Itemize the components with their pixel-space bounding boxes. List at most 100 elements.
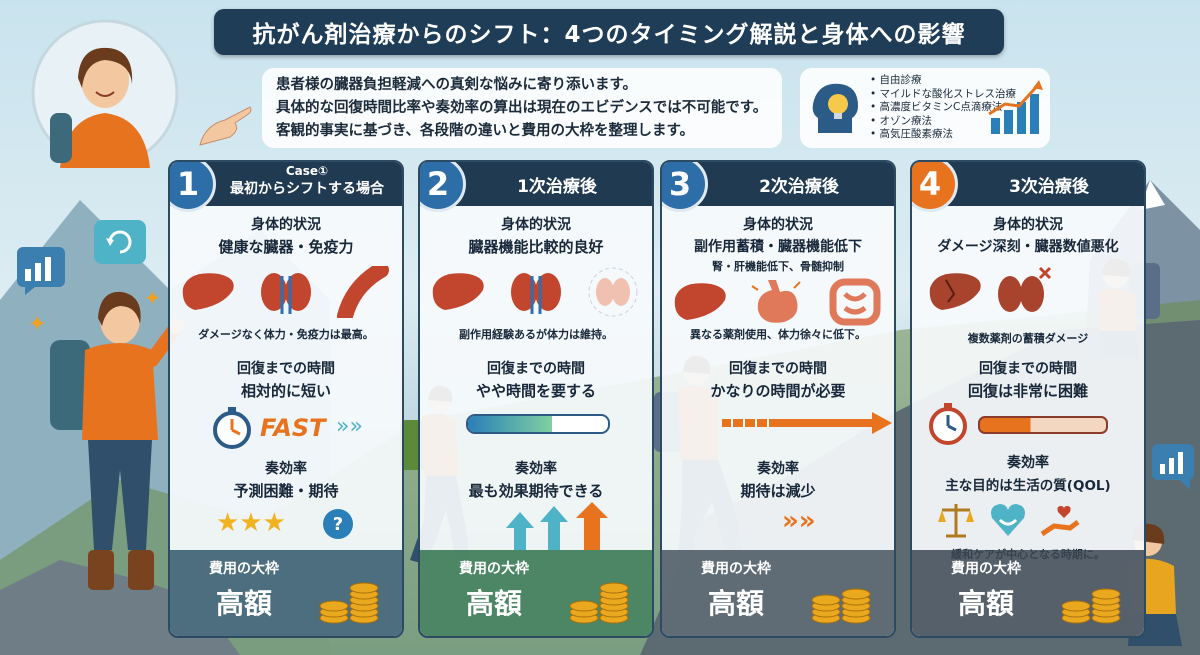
cost-label: 費用の大枠 [701, 561, 771, 577]
body-label: 身体的状況 [993, 217, 1063, 233]
cost-value: 高額 [465, 587, 522, 620]
growth-chart-icon [988, 80, 1043, 134]
body-label: 身体的状況 [743, 217, 813, 233]
cost-value: 高額 [707, 587, 764, 620]
body-state: 臓器機能比較的良好 [468, 238, 604, 256]
stopwatch-icon [213, 407, 251, 449]
case-panel-2: 2 1次治療後 身体的状況 臓器機能比較的良好 副作用経験あるが体力は維持。 回… [418, 160, 654, 638]
refresh-bubble-icon [94, 220, 146, 264]
panel-title: 1次治療後 [517, 177, 597, 197]
cost-box: 費用の大枠 高額 [420, 550, 652, 636]
cost-label: 費用の大枠 [951, 561, 1021, 577]
star-rating-icon: ★★★ [216, 508, 286, 538]
head-lightbulb-icon [812, 83, 858, 133]
chart-bubble-icon [17, 247, 65, 295]
caring-hand-icon [1040, 506, 1080, 537]
blood-vessel-icon [337, 266, 390, 318]
case-panel-4: 4 3次治療後 身体的状況 ダメージ深刻・臓器数値悪化 複数薬剤の蓄積ダメージ … [910, 160, 1146, 638]
recovery-label: 回復までの時間 [487, 361, 585, 377]
fast-label: FAST [260, 414, 326, 442]
therapy-item: マイルドな酸化ストレス治療 [870, 88, 1017, 102]
liver-icon [432, 273, 484, 310]
therapy-item: 自由診療 [870, 74, 1016, 88]
sparkle-icon: ✦ [28, 312, 47, 337]
cost-box: 費用の大枠 高額 [170, 550, 402, 636]
svg-text:?: ? [333, 514, 343, 535]
cost-box: 費用の大枠 高額 [662, 550, 894, 636]
chart-bubble-icon [1152, 444, 1194, 490]
cost-label: 費用の大枠 [459, 561, 529, 577]
body-note: ダメージなく体力・免疫力は最高。 [198, 328, 374, 341]
question-icon: ? [323, 509, 353, 539]
up-arrows-icon [506, 502, 608, 550]
heart-smile-icon [991, 504, 1025, 536]
sparkle-icon: ✦ [144, 286, 161, 310]
therapy-item: オゾン療法 [870, 115, 1016, 129]
cost-value: 高額 [957, 587, 1014, 620]
page-title: 抗がん剤治療からのシフト：4つのタイミング解説と身体への影響 [214, 9, 1004, 55]
faded-kidney-icon [588, 267, 638, 317]
coin-stack-icon [319, 582, 379, 624]
liver-icon [674, 283, 726, 320]
recovery-value: 相対的に短い [240, 382, 331, 400]
therapy-list-box: 自由診療 マイルドな酸化ストレス治療 高濃度ビタミンC点滴療法 オゾン療法 高気… [800, 68, 1050, 148]
therapy-item: 高気圧酸素療法 [870, 128, 1016, 142]
cost-label: 費用の大枠 [209, 561, 279, 577]
efficacy-label: 奏効率 [515, 461, 557, 477]
scales-icon [938, 504, 974, 538]
kidney-icon [510, 273, 561, 314]
panel-title: Case① 最初からシフトする場合 [216, 164, 398, 198]
panel-title: 3次治療後 [1009, 177, 1089, 197]
liver-icon [182, 273, 234, 310]
damaged-liver-icon [929, 273, 981, 310]
efficacy-value: 最も効果期待できる [468, 482, 604, 500]
recovery-value: 回復は非常に困難 [967, 382, 1088, 400]
intestine-icon [829, 278, 881, 326]
body-state: ダメージ深刻・臓器数値悪化 [937, 239, 1119, 255]
damaged-kidney-icon [998, 266, 1052, 312]
efficacy-label: 奏効率 [757, 461, 799, 477]
intro-line: 具体的な回復時間比率や奏効率の算出は現在のエビデンスでは不可能です。 [276, 100, 768, 116]
body-label: 身体的状況 [501, 217, 571, 233]
recovery-value: かなりの時間が必要 [710, 382, 846, 400]
guide-avatar [31, 19, 179, 168]
stopwatch-icon [929, 403, 967, 445]
case-panel-1: 1 Case① 最初からシフトする場合 身体的状況 健康な臓器・免疫力 ダメージ… [168, 160, 404, 638]
therapy-item: 高濃度ビタミンC点滴療法 [870, 101, 1016, 115]
recovery-difficulty-bar [978, 416, 1108, 434]
body-state-detail: 腎・肝機能低下、骨髄抑制 [712, 260, 844, 273]
efficacy-value: 予測困難・期待 [233, 482, 339, 500]
chevron-right-icon: »» [782, 506, 816, 536]
recovery-value: やや時間を要する [475, 382, 596, 400]
organ-icons [420, 266, 652, 318]
pointing-hand-icon [199, 106, 252, 146]
panel-title: 2次治療後 [759, 177, 839, 197]
progress-fill [468, 416, 552, 432]
body-label: 身体的状況 [251, 217, 321, 233]
intro-line: 患者様の臓器負担軽減への真剣な悩みに寄り添います。 [276, 77, 638, 93]
recovery-progress-bar [466, 414, 610, 434]
body-note: 複数薬剤の蓄積ダメージ [967, 332, 1089, 345]
coin-stack-icon [1061, 588, 1121, 624]
body-state: 副作用蓄積・臓器機能低下 [694, 239, 862, 255]
organ-icons [662, 276, 894, 326]
body-note: 副作用経験あるが体力は維持。 [459, 328, 613, 341]
cost-value: 高額 [215, 587, 272, 620]
organ-icons [170, 266, 402, 318]
body-note: 異なる薬剤使用、体力徐々に低下。 [690, 328, 866, 341]
efficacy-label: 奏効率 [1007, 455, 1049, 471]
chevron-right-icon: »» [336, 414, 363, 439]
long-arrow-icon [722, 412, 892, 434]
panel-title-sub: Case① [285, 164, 329, 178]
panel-title-main: 最初からシフトする場合 [230, 181, 384, 197]
case-panel-3: 3 2次治療後 身体的状況 副作用蓄積・臓器機能低下 腎・肝機能低下、骨髄抑制 … [660, 160, 896, 638]
coin-stack-icon [811, 588, 871, 624]
recovery-label: 回復までの時間 [237, 361, 335, 377]
recovery-label: 回復までの時間 [729, 361, 827, 377]
hiker-illustration [50, 291, 184, 590]
kidney-icon [260, 273, 311, 314]
stomach-icon [751, 280, 801, 323]
recovery-label: 回復までの時間 [979, 361, 1077, 377]
coin-stack-icon [569, 582, 629, 624]
qol-icons [912, 500, 1144, 540]
